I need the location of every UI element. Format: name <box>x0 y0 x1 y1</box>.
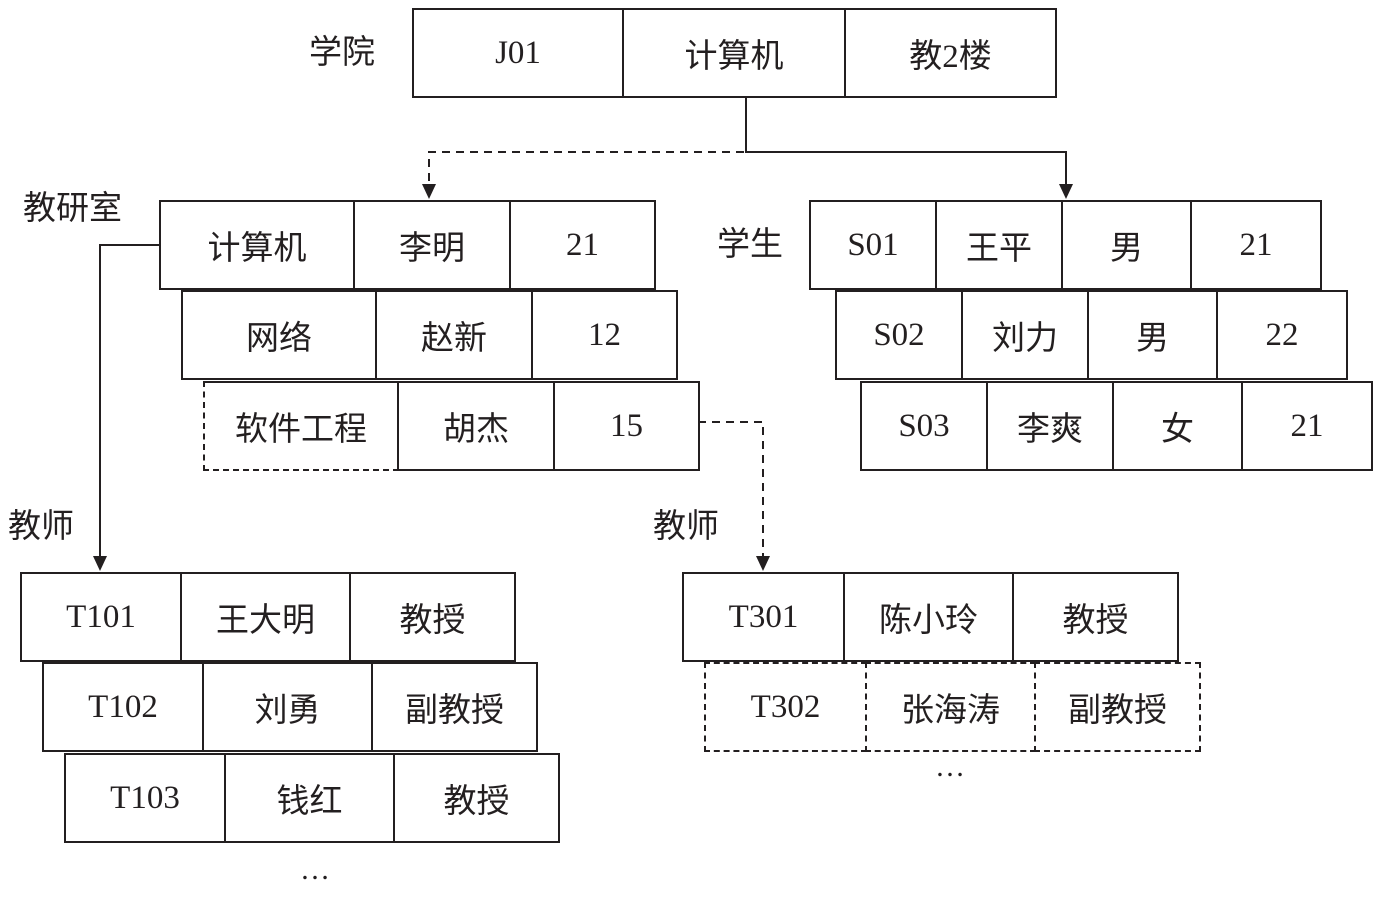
arrow-to-research-office <box>422 184 436 199</box>
left-teacher-row: T103 钱红 教授 <box>64 753 560 843</box>
right-teacher-row-dashed: T302 张海涛 副教授 <box>704 662 1201 752</box>
research-office-name-cell: 软件工程 <box>203 381 399 471</box>
student-id-cell: S02 <box>835 290 963 380</box>
research-office-row: 软件工程 胡杰 15 <box>203 381 700 471</box>
arrow-to-left-teachers <box>93 556 107 571</box>
teacher-title-cell: 教授 <box>1012 572 1179 662</box>
student-row: S02 刘力 男 22 <box>835 290 1348 380</box>
student-age-cell: 22 <box>1216 290 1348 380</box>
research-office-count-cell: 21 <box>509 200 656 290</box>
research-office-count-cell: 12 <box>531 290 678 380</box>
student-name-cell: 刘力 <box>961 290 1089 380</box>
research-office-head-cell: 赵新 <box>375 290 533 380</box>
student-age-cell: 21 <box>1190 200 1322 290</box>
research-office-name-cell: 网络 <box>181 290 377 380</box>
arrow-to-right-teachers <box>756 556 770 571</box>
student-age-cell: 21 <box>1241 381 1373 471</box>
right-teacher-row: T301 陈小玲 教授 <box>682 572 1179 662</box>
research-office-head-cell: 胡杰 <box>397 381 555 471</box>
student-row: S01 王平 男 21 <box>809 200 1322 290</box>
teacher-name-cell: 王大明 <box>180 572 351 662</box>
research-office-to-left-teachers-link <box>99 244 159 558</box>
college-record: J01 计算机 教2楼 <box>412 8 1057 98</box>
college-building-cell: 教2楼 <box>844 8 1057 98</box>
teacher-name-cell: 刘勇 <box>202 662 373 752</box>
right-teachers-ellipsis: … <box>935 750 966 783</box>
software-eng-to-right-teachers-dashed-link <box>698 421 764 558</box>
students-label: 学生 <box>717 227 783 263</box>
left-teachers-ellipsis: … <box>300 853 331 886</box>
teacher-title-cell: 教授 <box>349 572 516 662</box>
student-name-cell: 李爽 <box>986 381 1114 471</box>
teacher-name-cell: 张海涛 <box>865 662 1036 752</box>
college-to-students-link <box>745 98 1067 186</box>
research-office-row: 网络 赵新 12 <box>181 290 678 380</box>
student-row: S03 李爽 女 21 <box>860 381 1373 471</box>
left-teachers-label: 教师 <box>8 509 74 545</box>
student-gender-cell: 男 <box>1087 290 1218 380</box>
left-teacher-row: T102 刘勇 副教授 <box>42 662 538 752</box>
research-office-head-cell: 李明 <box>353 200 511 290</box>
research-office-count-cell: 15 <box>553 381 700 471</box>
teacher-name-cell: 陈小玲 <box>843 572 1014 662</box>
arrow-to-students <box>1059 184 1073 199</box>
college-id-cell: J01 <box>412 8 624 98</box>
student-id-cell: S01 <box>809 200 937 290</box>
teacher-title-cell: 副教授 <box>1034 662 1201 752</box>
teacher-title-cell: 副教授 <box>371 662 538 752</box>
student-gender-cell: 男 <box>1061 200 1192 290</box>
left-teacher-row: T101 王大明 教授 <box>20 572 516 662</box>
teacher-name-cell: 钱红 <box>224 753 395 843</box>
college-label: 学院 <box>309 35 375 71</box>
college-name-cell: 计算机 <box>622 8 846 98</box>
research-office-label: 教研室 <box>23 191 122 227</box>
student-name-cell: 王平 <box>935 200 1063 290</box>
research-office-name-cell: 计算机 <box>159 200 355 290</box>
teacher-title-cell: 教授 <box>393 753 560 843</box>
teacher-id-cell: T102 <box>42 662 204 752</box>
teacher-id-cell: T301 <box>682 572 845 662</box>
student-gender-cell: 女 <box>1112 381 1243 471</box>
right-teachers-label: 教师 <box>653 509 719 545</box>
research-office-row: 计算机 李明 21 <box>159 200 656 290</box>
student-id-cell: S03 <box>860 381 988 471</box>
college-to-research-office-dashed-link <box>428 98 747 186</box>
teacher-id-cell: T302 <box>704 662 867 752</box>
teacher-id-cell: T101 <box>20 572 182 662</box>
teacher-id-cell: T103 <box>64 753 226 843</box>
